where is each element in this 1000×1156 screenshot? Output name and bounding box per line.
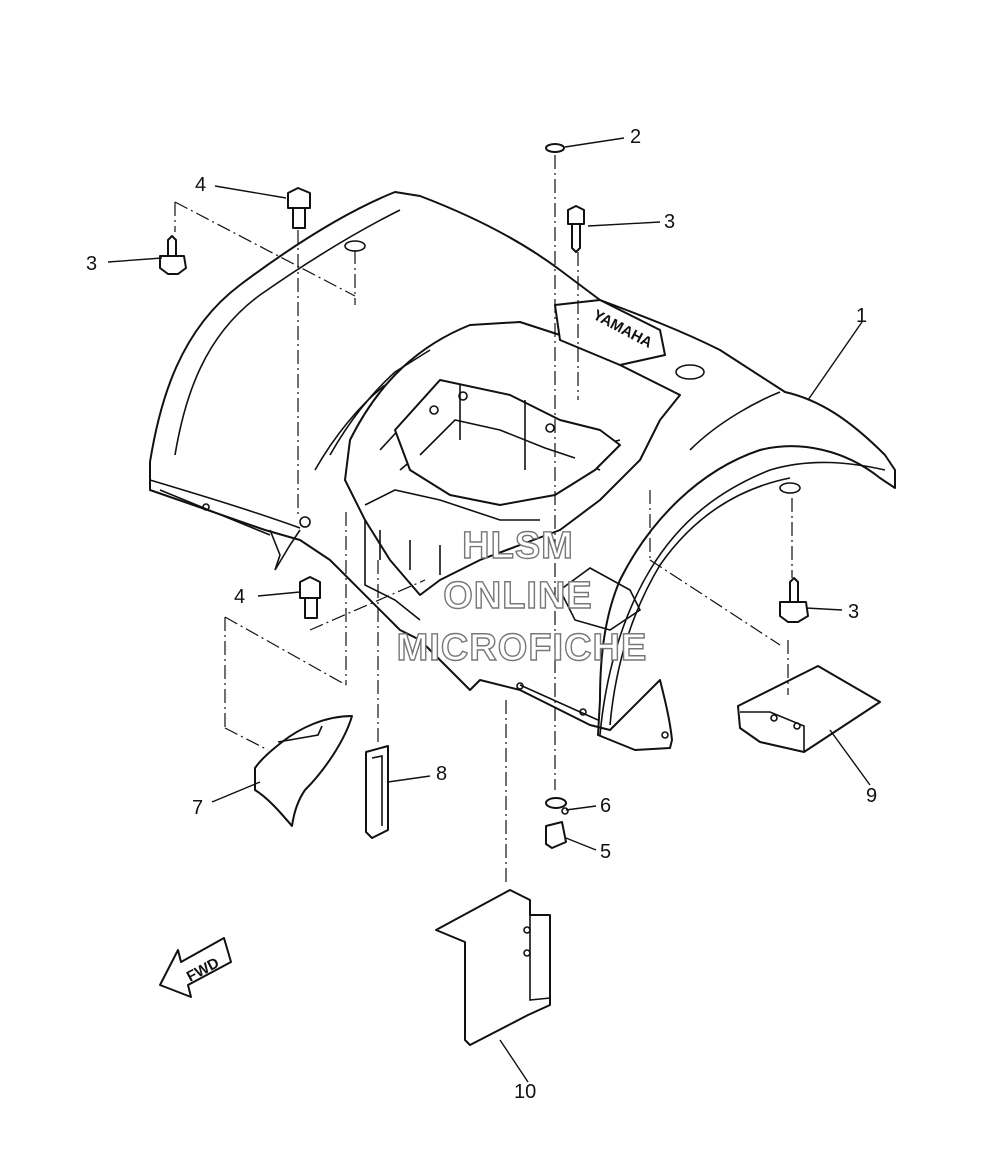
- bolt-part-3-right: [779, 577, 809, 623]
- protector-part-7: [254, 715, 353, 827]
- watermark-line-1: HLSM: [462, 525, 574, 567]
- leader-lines: [107, 137, 871, 1083]
- callout-3-right: 3: [848, 601, 859, 623]
- callout-1: 1: [856, 305, 867, 327]
- callout-6: 6: [600, 795, 611, 817]
- callout-3-top: 3: [664, 211, 675, 233]
- watermark-line-3: MICROFICHE: [397, 627, 648, 669]
- callout-4-lower: 4: [234, 586, 245, 608]
- watermark-line-2: ONLINE: [443, 575, 593, 617]
- callout-5: 5: [600, 841, 611, 863]
- clip-part-6: [545, 797, 569, 815]
- watermark: HLSM ONLINE MICROFICHE: [396, 524, 648, 669]
- callout-7: 7: [192, 797, 203, 819]
- callout-10: 10: [514, 1081, 536, 1103]
- callout-9: 9: [866, 785, 877, 807]
- forward-direction-arrow: FWD: [159, 937, 232, 998]
- rear-fender: YAMAHA: [149, 191, 896, 751]
- assembly-lines: [174, 155, 793, 885]
- callout-4-top: 4: [195, 174, 206, 196]
- plate-part-8: [365, 745, 389, 839]
- bolt-part-4-lower: [299, 576, 321, 619]
- callout-8: 8: [436, 763, 447, 785]
- nut-part-5: [545, 821, 567, 849]
- o-ring-part-2: [545, 143, 565, 153]
- bolt-part-3-left: [159, 235, 187, 275]
- bolt-part-3-top: [567, 205, 585, 253]
- bolt-part-4-top: [287, 187, 311, 229]
- cover-part-9: [737, 665, 881, 753]
- callout-2: 2: [630, 126, 641, 148]
- guard-part-10: [435, 889, 551, 1046]
- callout-labels: 1 2 3 3 3 4 4 5 6 7 8 9 10: [86, 126, 877, 1103]
- callout-3-left: 3: [86, 253, 97, 275]
